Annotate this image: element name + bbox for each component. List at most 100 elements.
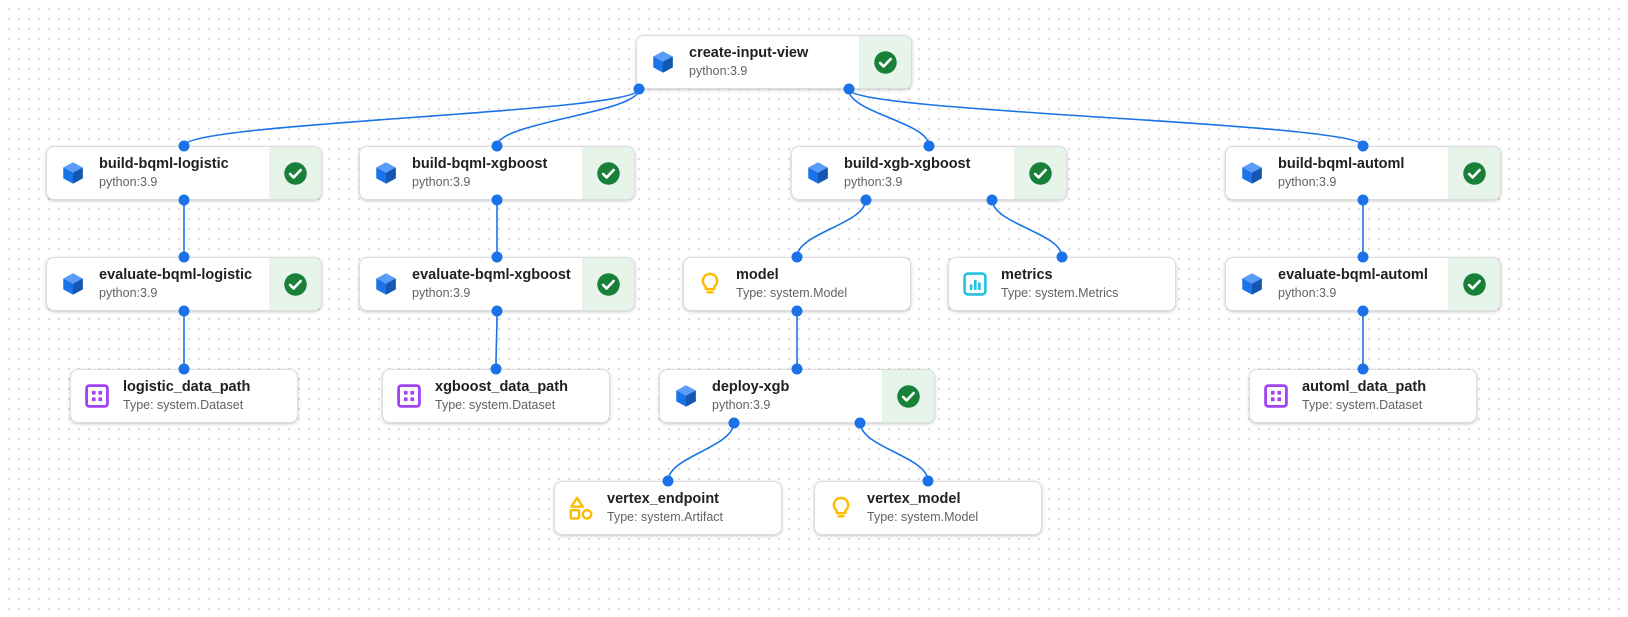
node-subtitle: python:3.9 [1278, 175, 1337, 189]
node-text: build-bqml-xgboost python:3.9 [412, 147, 582, 199]
edge-deploy-xgb-to-vertex_endpoint [667, 422, 735, 482]
node-text: evaluate-bqml-logistic python:3.9 [99, 258, 269, 310]
edge-build-xgb-xgboost-to-model [796, 199, 867, 258]
output-port-build-xgb-xgboost[interactable] [986, 194, 998, 206]
dataset-grid-icon [383, 370, 435, 422]
node-subtitle: python:3.9 [412, 286, 471, 300]
input-port-evaluate-bqml-logistic[interactable] [178, 251, 190, 263]
input-port-vertex_model[interactable] [922, 475, 934, 487]
node-text: evaluate-bqml-xgboost python:3.9 [412, 258, 582, 310]
node-title: evaluate-bqml-xgboost [412, 267, 571, 283]
status-badge-succeeded [882, 370, 934, 422]
node-title: xgboost_data_path [435, 379, 568, 395]
output-port-deploy-xgb[interactable] [728, 417, 740, 429]
dataset-grid-icon [1250, 370, 1302, 422]
node-subtitle: Type: system.Artifact [607, 510, 724, 524]
output-port-create-input-view[interactable] [633, 83, 645, 95]
input-port-xgboost_data_path[interactable] [490, 363, 502, 375]
component-cube-icon [660, 370, 712, 422]
dataset-grid-icon [71, 370, 123, 422]
node-title: automl_data_path [1302, 379, 1427, 395]
input-port-model[interactable] [791, 251, 803, 263]
dag-node-build-xgb-xgboost[interactable]: build-xgb-xgboost python:3.9 [791, 146, 1067, 200]
output-port-build-bqml-automl[interactable] [1357, 194, 1369, 206]
component-cube-icon [637, 36, 689, 88]
edge-create-input-view-to-build-bqml-automl [847, 88, 1364, 147]
status-badge-succeeded [582, 258, 634, 310]
edge-create-input-view-to-build-xgb-xgboost [847, 88, 930, 147]
output-port-evaluate-bqml-xgboost[interactable] [491, 305, 503, 317]
node-title: create-input-view [689, 45, 809, 61]
input-port-vertex_endpoint[interactable] [662, 475, 674, 487]
output-port-evaluate-bqml-logistic[interactable] [178, 305, 190, 317]
dag-node-build-bqml-xgboost[interactable]: build-bqml-xgboost python:3.9 [359, 146, 635, 200]
component-cube-icon [792, 147, 844, 199]
status-badge-succeeded [1448, 258, 1500, 310]
node-text: build-bqml-automl python:3.9 [1278, 147, 1448, 199]
node-subtitle: Type: system.Model [867, 510, 979, 524]
input-port-evaluate-bqml-automl[interactable] [1357, 251, 1369, 263]
output-port-deploy-xgb[interactable] [854, 417, 866, 429]
status-badge-succeeded [269, 258, 321, 310]
input-port-build-xgb-xgboost[interactable] [923, 140, 935, 152]
dag-node-evaluate-bqml-xgboost[interactable]: evaluate-bqml-xgboost python:3.9 [359, 257, 635, 311]
status-badge-succeeded [859, 36, 911, 88]
node-subtitle: python:3.9 [99, 175, 158, 189]
node-subtitle: python:3.9 [412, 175, 471, 189]
status-badge-succeeded [582, 147, 634, 199]
node-title: build-xgb-xgboost [844, 156, 971, 172]
input-port-metrics[interactable] [1056, 251, 1068, 263]
node-title: metrics [1001, 267, 1053, 283]
node-subtitle: python:3.9 [99, 286, 158, 300]
node-title: build-bqml-automl [1278, 156, 1405, 172]
status-badge-succeeded [269, 147, 321, 199]
node-subtitle: python:3.9 [1278, 286, 1337, 300]
node-subtitle: python:3.9 [844, 175, 903, 189]
input-port-build-bqml-logistic[interactable] [178, 140, 190, 152]
shapes-artifact-icon [555, 482, 607, 534]
edge-create-input-view-to-build-bqml-xgboost [496, 88, 641, 147]
input-port-logistic_data_path[interactable] [178, 363, 190, 375]
output-port-build-bqml-xgboost[interactable] [491, 194, 503, 206]
output-port-build-xgb-xgboost[interactable] [860, 194, 872, 206]
output-port-build-bqml-logistic[interactable] [178, 194, 190, 206]
node-subtitle: Type: system.Dataset [1302, 398, 1423, 412]
node-title: evaluate-bqml-logistic [99, 267, 253, 283]
input-port-build-bqml-xgboost[interactable] [491, 140, 503, 152]
output-port-create-input-view[interactable] [843, 83, 855, 95]
output-port-model[interactable] [791, 305, 803, 317]
node-title: build-bqml-xgboost [412, 156, 548, 172]
dag-node-build-bqml-automl[interactable]: build-bqml-automl python:3.9 [1225, 146, 1501, 200]
input-port-deploy-xgb[interactable] [791, 363, 803, 375]
component-cube-icon [47, 147, 99, 199]
input-port-build-bqml-automl[interactable] [1357, 140, 1369, 152]
lightbulb-model-icon [815, 482, 867, 534]
dag-node-evaluate-bqml-logistic[interactable]: evaluate-bqml-logistic python:3.9 [46, 257, 322, 311]
bar-chart-metrics-icon [949, 258, 1001, 310]
edge-build-xgb-xgboost-to-metrics [991, 199, 1063, 258]
output-port-evaluate-bqml-automl[interactable] [1357, 305, 1369, 317]
input-port-automl_data_path[interactable] [1357, 363, 1369, 375]
input-port-evaluate-bqml-xgboost[interactable] [491, 251, 503, 263]
node-title: deploy-xgb [712, 379, 790, 395]
lightbulb-model-icon [684, 258, 736, 310]
